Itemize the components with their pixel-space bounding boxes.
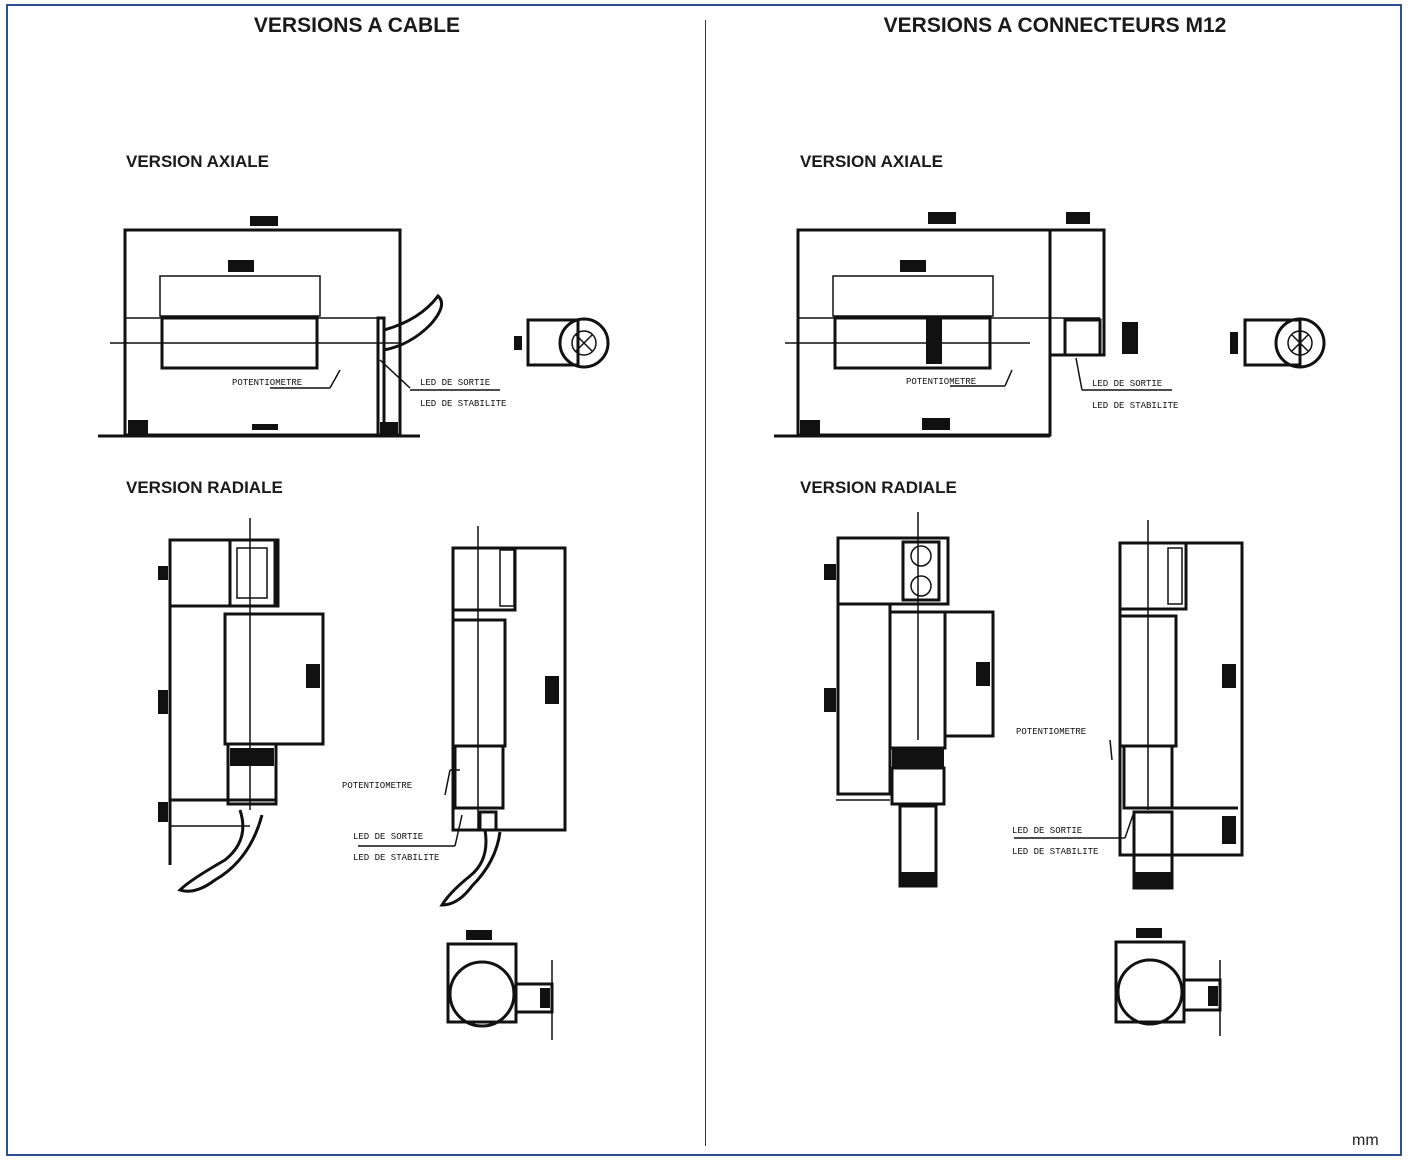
cable-radial-led-sortie-label: LED DE SORTIE <box>353 832 424 842</box>
cable-radial-side-drawing <box>358 526 567 907</box>
m12-axial-drawing <box>774 212 1326 438</box>
m12-axial-led-stabilite-label: LED DE STABILITE <box>1092 401 1179 411</box>
cable-radial-potentiometre-label: POTENTIOMETRE <box>342 781 413 791</box>
cable-axial-potentiometre-label: POTENTIOMETRE <box>232 378 303 388</box>
cable-radial-title: VERSION RADIALE <box>126 478 283 497</box>
m12-axial-led-sortie-label: LED DE SORTIE <box>1092 379 1163 389</box>
m12-radial-title: VERSION RADIALE <box>800 478 957 497</box>
section-divider <box>705 20 706 1146</box>
m12-radial-side-drawing <box>1014 520 1244 890</box>
cable-radial-led-stabilite-label: LED DE STABILITE <box>353 853 440 863</box>
m12-radial-led-stabilite-label: LED DE STABILITE <box>1012 847 1099 857</box>
m12-axial-title: VERSION AXIALE <box>800 152 943 171</box>
drawing-frame <box>6 4 1402 1156</box>
m12-radial-bottom-view <box>1114 928 1222 1036</box>
cable-axial-title: VERSION AXIALE <box>126 152 269 171</box>
cable-axial-led-stabilite-label: LED DE STABILITE <box>420 399 507 409</box>
m12-radial-front-drawing <box>824 512 995 888</box>
cable-axial-drawing <box>98 216 610 438</box>
m12-axial-potentiometre-label: POTENTIOMETRE <box>906 377 977 387</box>
cable-radial-bottom-view <box>446 930 554 1040</box>
cable-section-title: VERSIONS A CABLE <box>253 14 461 37</box>
m12-radial-led-sortie-label: LED DE SORTIE <box>1012 826 1083 836</box>
unit-label: mm <box>1352 1132 1379 1149</box>
m12-section-title: VERSIONS A CONNECTEURS M12 <box>883 14 1227 37</box>
cable-axial-led-sortie-label: LED DE SORTIE <box>420 378 491 388</box>
m12-radial-potentiometre-label: POTENTIOMETRE <box>1016 727 1087 737</box>
cable-radial-front-drawing <box>158 518 325 893</box>
